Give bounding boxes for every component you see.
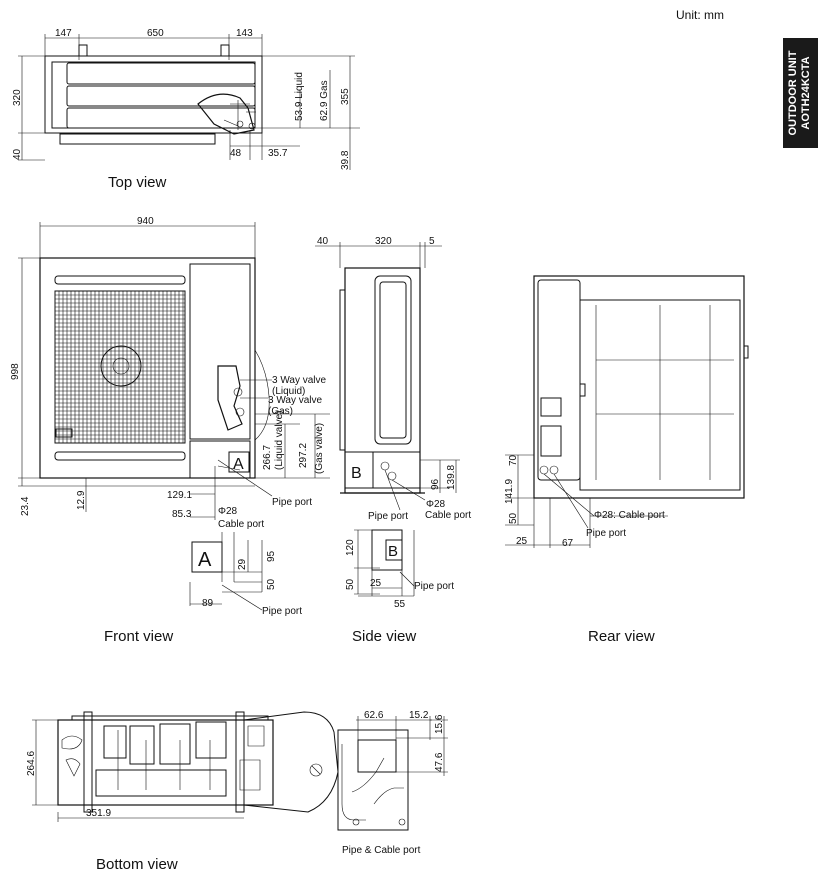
detail-b-dim-1: 120	[345, 539, 356, 556]
front-dim-7: 266.7	[262, 445, 273, 470]
top-dim-10: 35.7	[268, 148, 288, 159]
detail-a-dim-1: 29	[237, 558, 248, 570]
detail-a-dim-2: 95	[266, 550, 277, 562]
front-dim-5: 129.1	[167, 490, 192, 501]
top-dim-2: 650	[147, 28, 164, 39]
front-dim-3: 23.4	[20, 496, 31, 516]
unit-label: Unit: mm	[676, 8, 724, 22]
detail-a-dim-4: 89	[202, 598, 214, 609]
bottom-view-drawing: 264.6 351.9 62.6 15.2 15.6 47.6 Pipe & C…	[26, 710, 448, 856]
top-dim-7: 62.9 Gas	[319, 80, 330, 121]
front-label-2: (Liquid)	[272, 386, 305, 397]
front-label-3: 3 Way valve	[268, 395, 323, 406]
front-dim-6: 85.3	[172, 509, 192, 520]
top-dim-1: 147	[55, 28, 72, 39]
front-view-drawing: 940 998 23.4 12.9 129.1 85.3 266.7 (Liqu…	[10, 216, 330, 617]
caption-front-view: Front view	[104, 628, 174, 645]
detail-b-letter: B	[388, 543, 398, 560]
bottom-dim-6: 47.6	[434, 752, 445, 772]
bottom-label: Pipe & Cable port	[342, 845, 421, 856]
rear-dim-1: 141.9	[504, 479, 515, 504]
front-label-8: A	[233, 456, 244, 473]
top-dim-11: 39.8	[340, 150, 351, 170]
side-view-drawing: B 40 320 5 96 139.8 Pipe port Φ28 Cable …	[315, 236, 471, 610]
top-view-drawing: 147 650 143 320 40 53.9 Liquid 62.9 Gas …	[12, 28, 360, 170]
detail-b-dim-2: 50	[345, 578, 356, 590]
front-dim-10: (Gas valve)	[314, 423, 325, 474]
side-label-phi: Φ28	[426, 499, 446, 510]
side-label-b: B	[351, 465, 362, 482]
front-label-6: Cable port	[218, 519, 264, 530]
detail-a-label: Pipe port	[262, 606, 302, 617]
fan-grille	[54, 290, 186, 444]
side-dim-1: 40	[317, 236, 329, 247]
front-dim-2: 998	[10, 363, 21, 380]
bottom-dim-3: 62.6	[364, 710, 384, 721]
front-dim-9: 297.2	[298, 443, 309, 468]
caption-rear-view: Rear view	[588, 628, 655, 645]
rear-dim-5: 67	[562, 538, 574, 549]
rear-dim-2: 70	[508, 454, 519, 466]
detail-a-dim-3: 50	[266, 578, 277, 590]
side-dim-4: 96	[430, 478, 441, 490]
caption-top-view: Top view	[108, 174, 167, 191]
side-dim-2: 320	[375, 236, 392, 247]
top-dim-9: 48	[230, 148, 242, 159]
front-label-1: 3 Way valve	[272, 375, 327, 386]
caption-bottom-view: Bottom view	[96, 856, 178, 873]
front-label-4: (Gas)	[268, 406, 293, 417]
top-dim-5: 40	[12, 148, 23, 160]
front-label-5: Φ28	[218, 506, 238, 517]
rear-label-2: Pipe port	[586, 528, 626, 539]
top-dim-8: 355	[340, 88, 351, 105]
detail-b-dim-4: 55	[394, 599, 406, 610]
side-dim-5: 139.8	[446, 465, 457, 490]
front-dim-4: 12.9	[76, 490, 87, 510]
detail-a-letter: A	[198, 549, 212, 571]
front-label-7: Pipe port	[272, 497, 312, 508]
side-dim-3: 5	[429, 236, 435, 247]
top-dim-6: 53.9 Liquid	[294, 72, 305, 121]
bottom-dim-1: 264.6	[26, 751, 37, 776]
bottom-dim-4: 15.2	[409, 710, 429, 721]
rear-label-1: Φ28: Cable port	[594, 510, 665, 521]
rear-dim-3: 50	[508, 512, 519, 524]
rear-dim-4: 25	[516, 536, 528, 547]
detail-b-dim-3: 25	[370, 578, 382, 589]
side-label-pipe: Pipe port	[368, 511, 408, 522]
front-dim-8: (Liquid valve)	[274, 411, 285, 470]
side-label-cable: Cable port	[425, 510, 471, 521]
detail-b-label: Pipe port	[414, 581, 454, 592]
bottom-dim-5: 15.6	[434, 714, 445, 734]
bottom-dim-2: 351.9	[86, 808, 111, 819]
top-dim-4: 320	[12, 89, 23, 106]
top-dim-3: 143	[236, 28, 253, 39]
rear-view-drawing: 141.9 70 50 25 67 Φ28: Cable port Pipe p…	[504, 275, 749, 549]
front-dim-1: 940	[137, 216, 154, 227]
caption-side-view: Side view	[352, 628, 417, 645]
